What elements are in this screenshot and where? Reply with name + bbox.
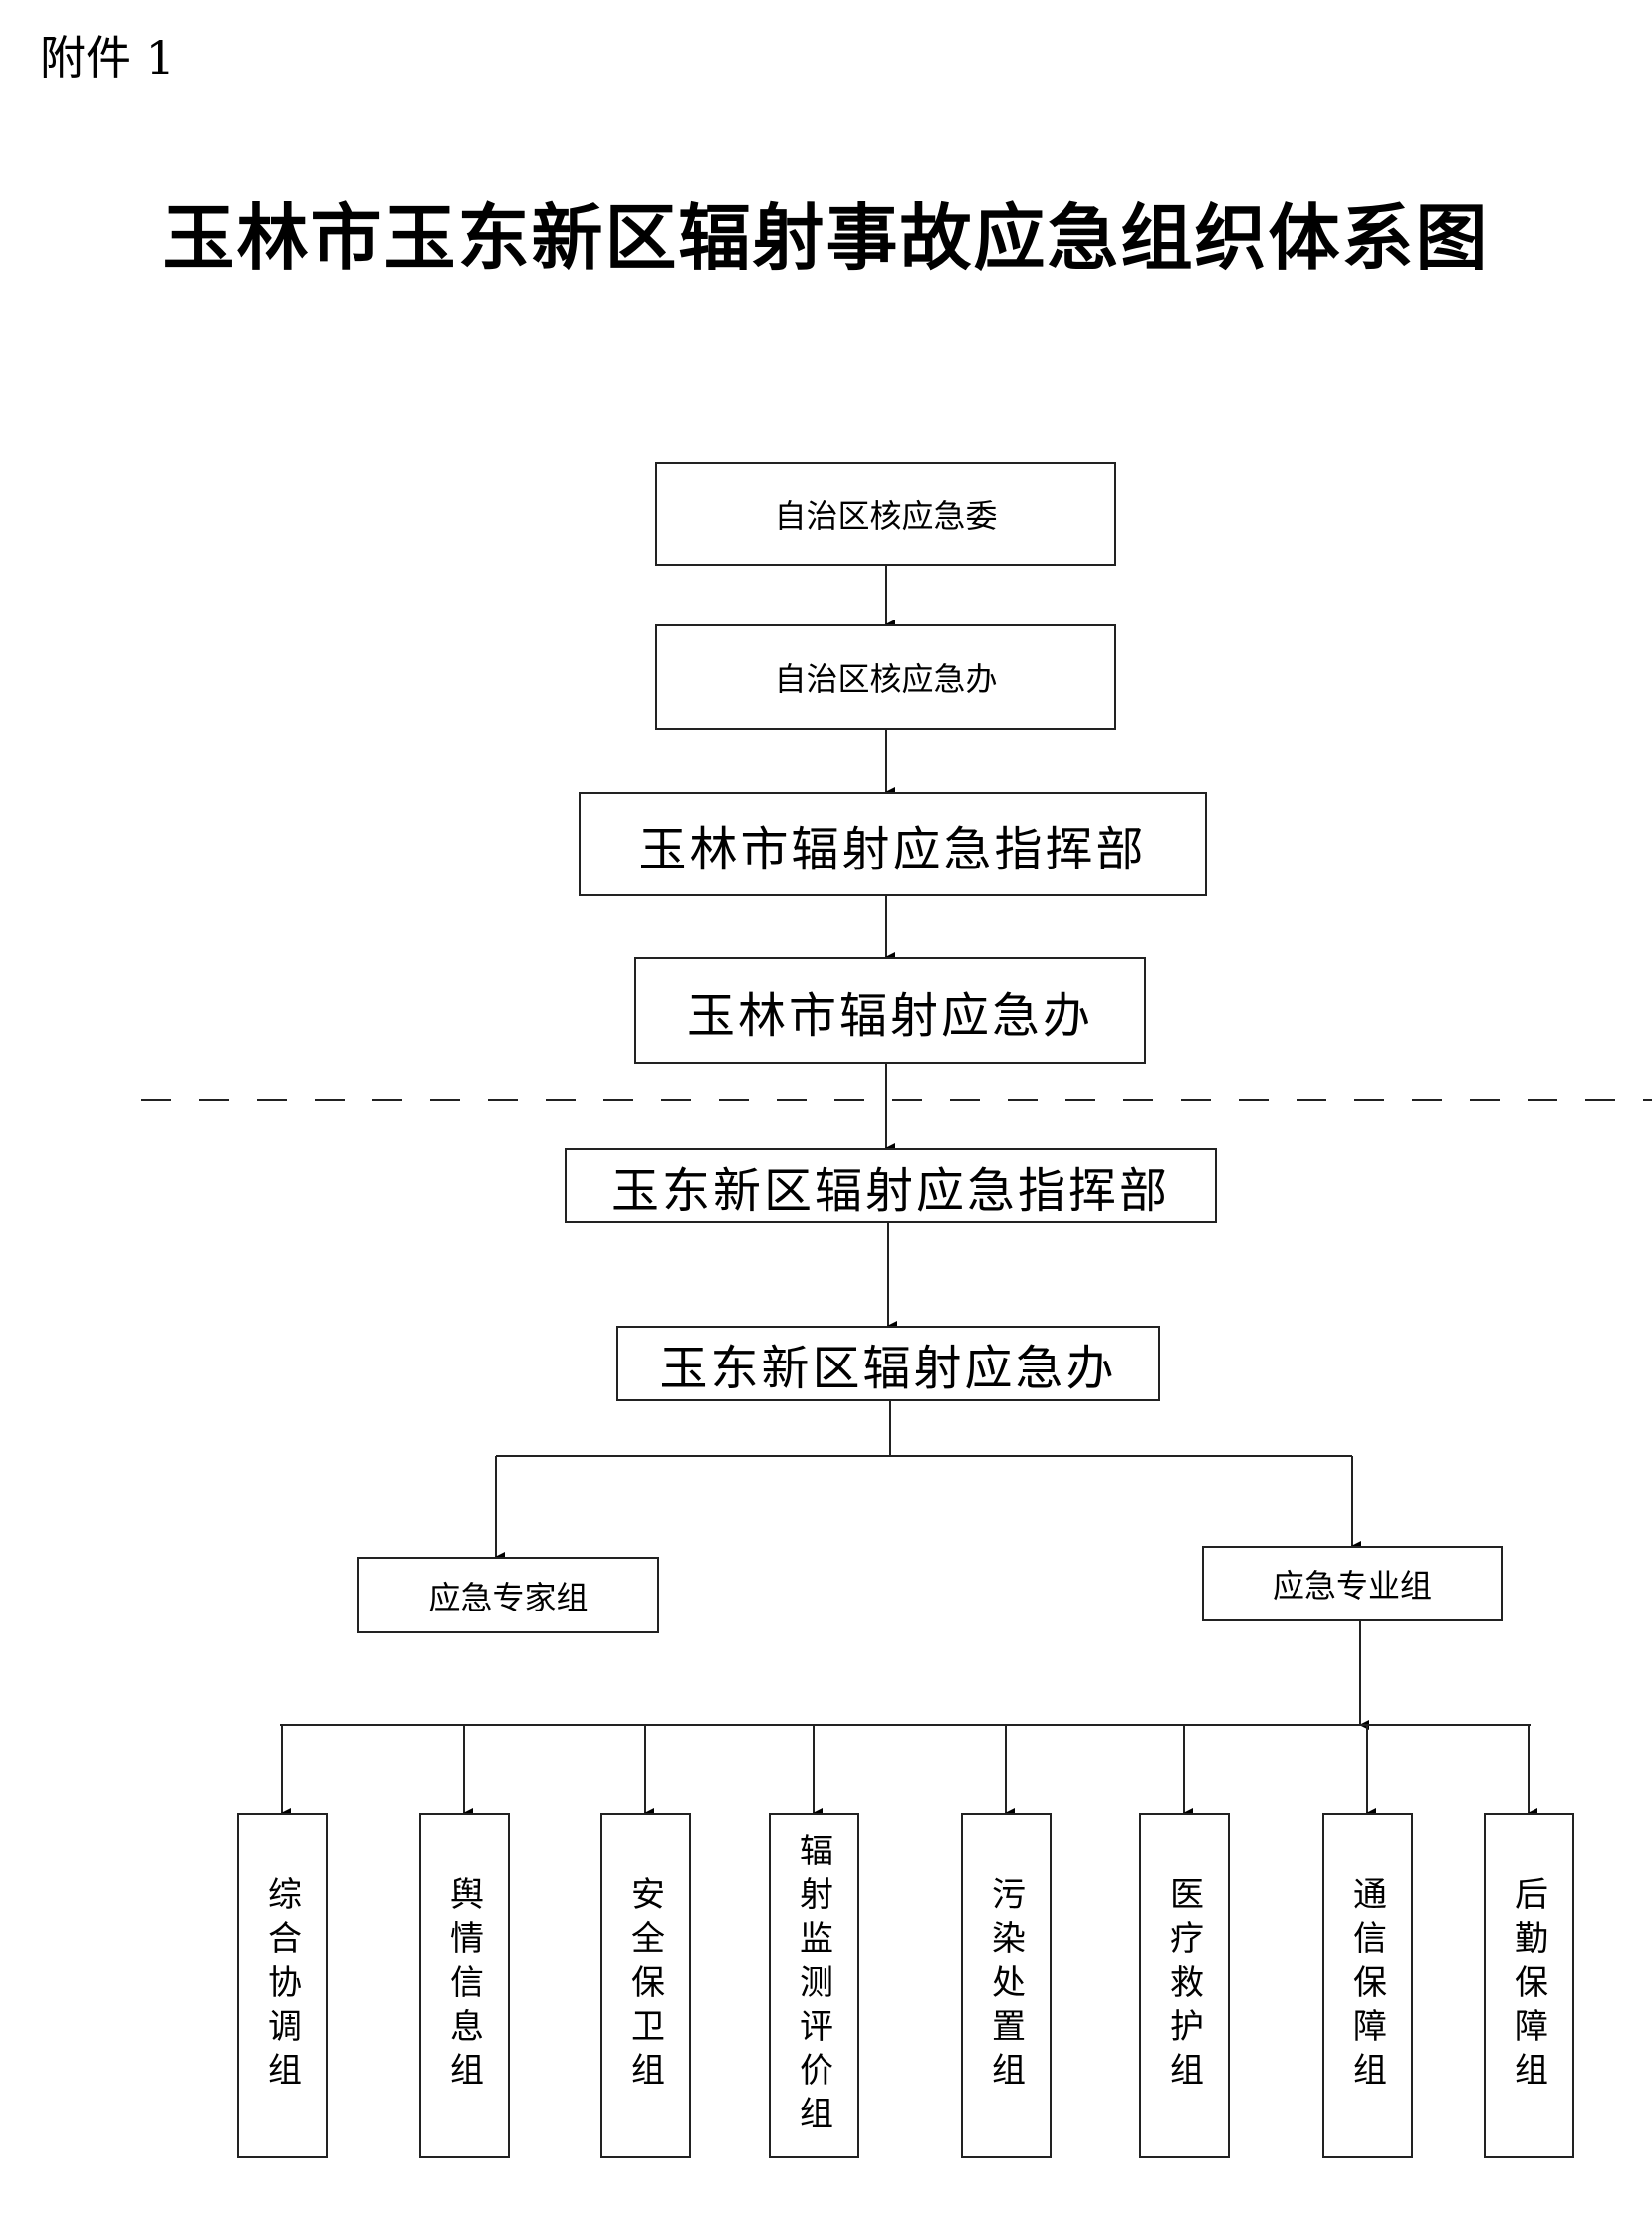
box-yudong-office: 玉东新区辐射应急办 [616, 1326, 1160, 1401]
subgroup-box: 通信保障组 [1321, 1813, 1413, 2158]
subgroup-label: 安全保卫组 [624, 1875, 665, 2096]
box-yudong-command: 玉东新区辐射应急指挥部 [565, 1148, 1217, 1223]
box-professional-group: 应急专业组 [1202, 1546, 1503, 1621]
subgroup-box: 后勤保障组 [1483, 1813, 1574, 2158]
subgroup-box: 综合协调组 [236, 1813, 328, 2158]
subgroup-box: 舆情信息组 [418, 1813, 510, 2158]
subgroup-box: 辐射监测评价组 [768, 1813, 859, 2158]
subgroup-label: 舆情信息组 [443, 1875, 484, 2096]
box-autonomous-nuclear-committee: 自治区核应急委 [655, 462, 1116, 566]
box-autonomous-nuclear-office: 自治区核应急办 [655, 624, 1116, 730]
subgroup-label: 后勤保障组 [1508, 1875, 1548, 2096]
subgroup-box: 医疗救护组 [1138, 1813, 1230, 2158]
subgroup-box: 安全保卫组 [599, 1813, 691, 2158]
subgroup-label: 通信保障组 [1346, 1875, 1387, 2096]
subgroup-label: 辐射监测评价组 [793, 1832, 833, 2139]
subgroup-label: 污染处置组 [985, 1875, 1026, 2096]
box-yulin-office: 玉林市辐射应急办 [634, 957, 1146, 1064]
attachment-label: 附件 1 [40, 31, 175, 85]
subgroup-box: 污染处置组 [960, 1813, 1052, 2158]
subgroup-label: 综合协调组 [261, 1875, 302, 2096]
box-expert-group: 应急专家组 [357, 1557, 659, 1633]
box-yulin-command: 玉林市辐射应急指挥部 [579, 792, 1207, 896]
page-title: 玉林市玉东新区辐射事故应急组织体系图 [162, 196, 1490, 280]
subgroup-label: 医疗救护组 [1163, 1875, 1204, 2096]
